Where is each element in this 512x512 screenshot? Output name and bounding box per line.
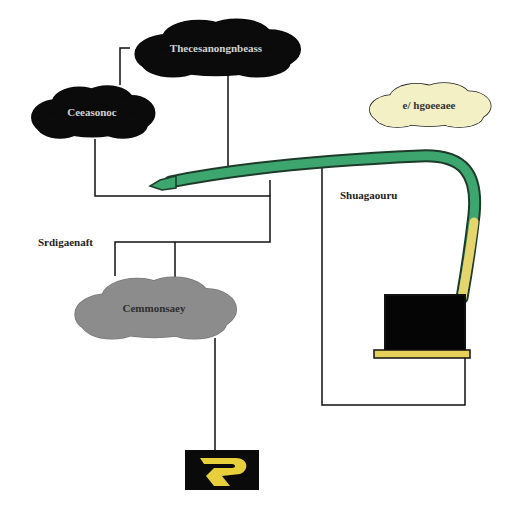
- wire-line: [174, 242, 176, 280]
- laptop-icon: [374, 295, 470, 358]
- cable-outline: [170, 156, 475, 298]
- logo-mark: [200, 458, 246, 486]
- diagram-label: Srdigaenaft: [38, 236, 93, 248]
- cloud-node: Thecesanongnbeass: [130, 18, 302, 78]
- wire-line: [214, 338, 216, 450]
- cloud-node: e/ hgoeeaee: [366, 82, 492, 128]
- connector-line: [95, 139, 270, 276]
- cloud-text: Cemmonsaey: [113, 302, 196, 314]
- cloud-text: Thecesanongnbeass: [160, 42, 272, 54]
- cable-body: [170, 156, 475, 298]
- cable-head: [150, 176, 176, 190]
- wire-line: [322, 158, 465, 405]
- laptop-base: [374, 350, 470, 358]
- wire-line: [269, 180, 271, 196]
- connector-line: [120, 48, 130, 85]
- cable-yellow-end: [462, 222, 474, 298]
- logo-icon: [185, 450, 259, 490]
- cloud-node: Ceeasonoc: [28, 85, 156, 139]
- cloud-text: e/ hgoeeaee: [393, 99, 466, 111]
- logo-box: [185, 450, 259, 490]
- diagram-label: Shuagaouru: [340, 189, 397, 201]
- cable-illustration: [150, 156, 475, 298]
- cloud-text: Ceeasonoc: [57, 106, 127, 118]
- cloud-node: Cemmonsaey: [70, 276, 238, 340]
- laptop-screen: [385, 295, 465, 351]
- wire-line: [227, 70, 229, 172]
